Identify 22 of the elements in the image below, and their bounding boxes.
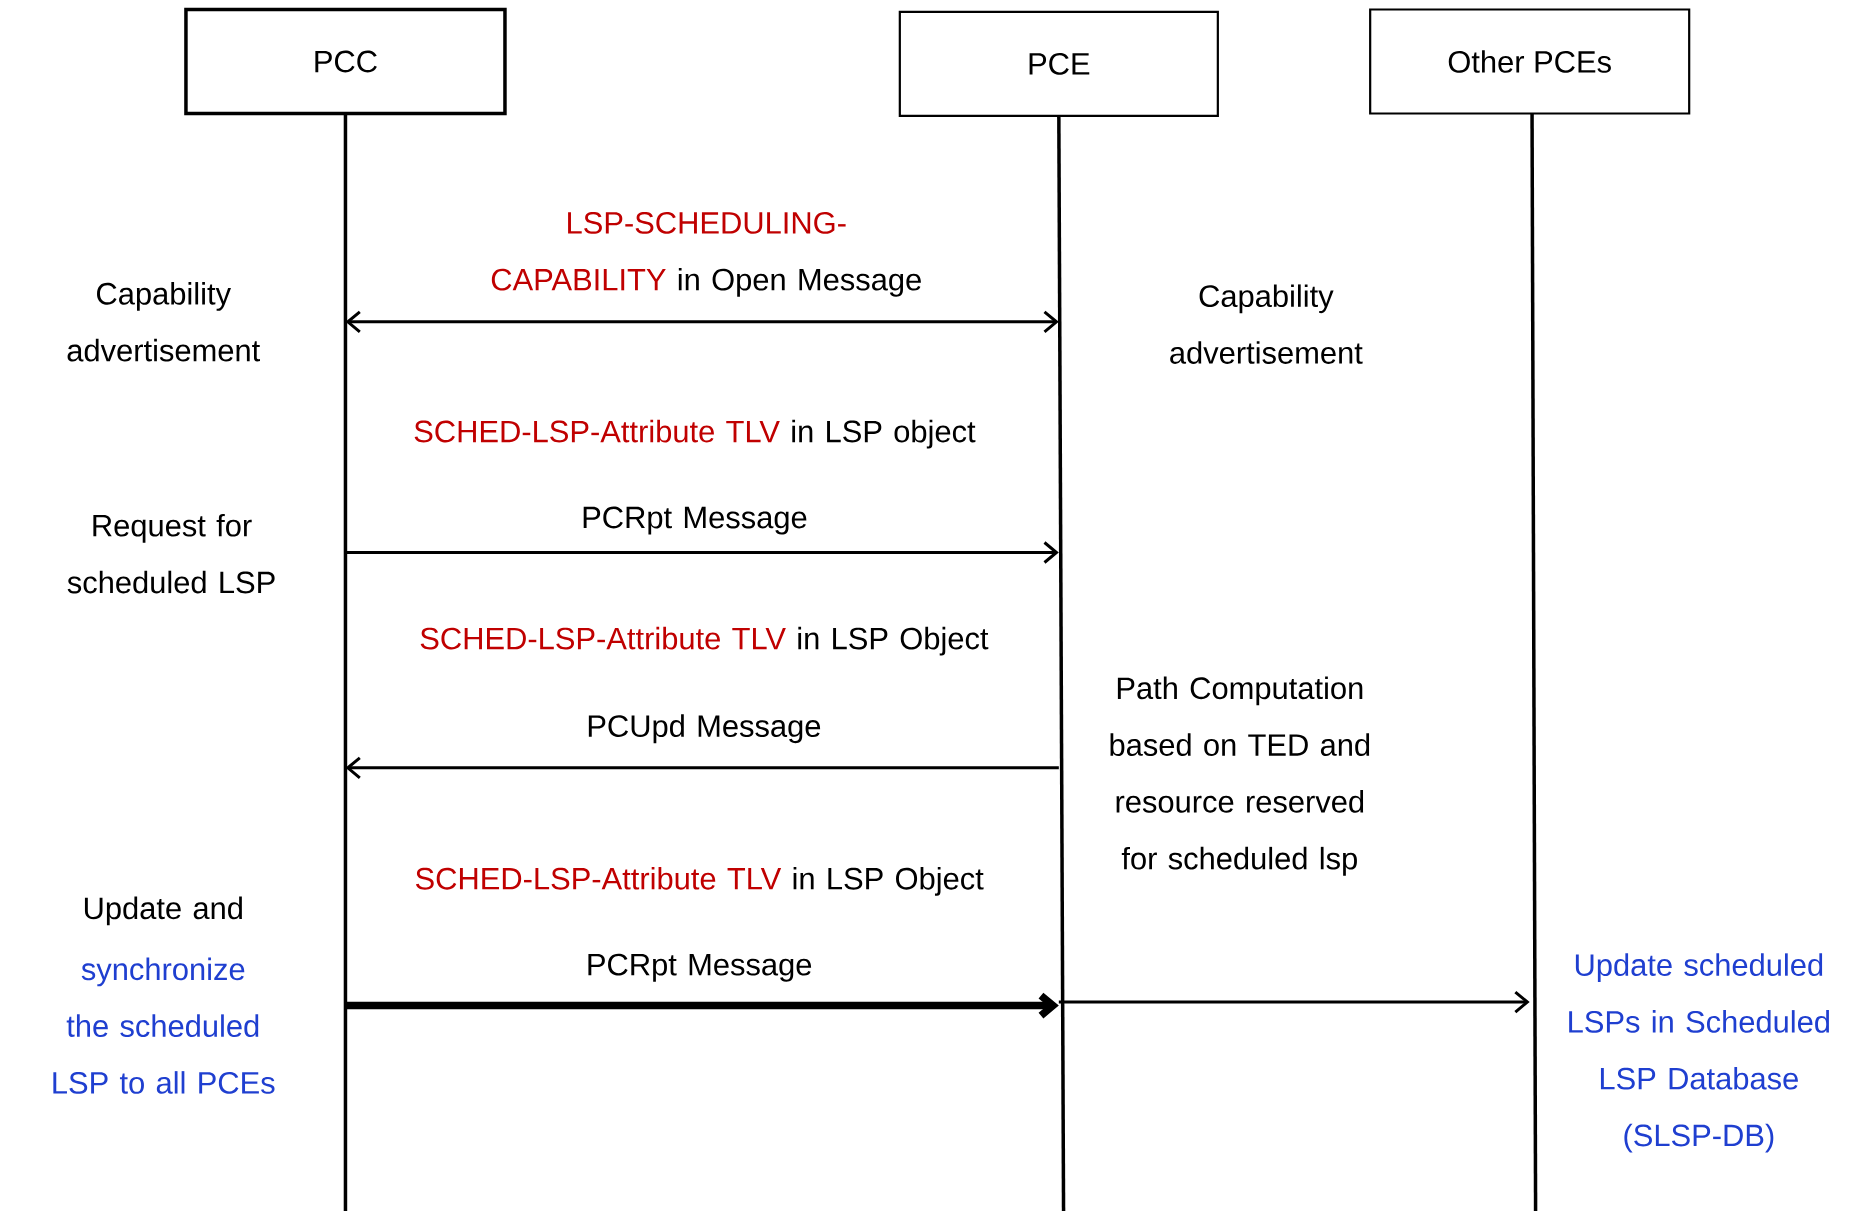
- side-note: Capability advertisement: [1170, 284, 1363, 364]
- side-note: Update and: [84, 896, 242, 926]
- side-note: Request for scheduled LSP: [67, 513, 275, 594]
- side-note: Capability advertisement: [67, 281, 260, 362]
- message-label: PCRpt Message: [588, 953, 812, 982]
- message-arrow: [345, 756, 1059, 779]
- message-arrow: [345, 992, 1059, 1019]
- message-arrow: [345, 541, 1059, 564]
- message-arrow: [1058, 990, 1530, 1013]
- side-note: Path Computation based on TED and resource reserved for scheduled lsp: [1110, 676, 1370, 876]
- message-label: SCHED-LSP-Attribute TLV in LSP Object: [415, 866, 984, 896]
- message-label: SCHED-LSP-Attribute TLV in LSP object: [414, 419, 976, 449]
- participant-box: Other PCEs: [1369, 8, 1691, 115]
- side-note: Update scheduled LSPs in Scheduled LSP Database (SLSP-DB): [1569, 953, 1829, 1153]
- participant-box: PCE: [898, 10, 1219, 117]
- participant-box: PCC: [184, 7, 507, 116]
- message-label: LSP-SCHEDULING-CAPABILITY in Open Message: [491, 211, 921, 297]
- message-label: PCUpd Message: [588, 714, 821, 743]
- message-label: PCRpt Message: [583, 506, 807, 535]
- message-arrow: [345, 310, 1059, 333]
- message-label: SCHED-LSP-Attribute TLV in LSP Object: [420, 626, 989, 656]
- side-note: synchronize the scheduled LSP to all PCEs: [53, 957, 275, 1094]
